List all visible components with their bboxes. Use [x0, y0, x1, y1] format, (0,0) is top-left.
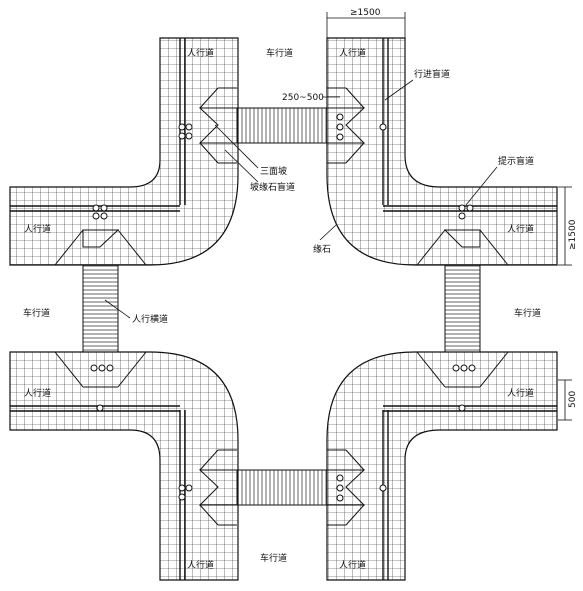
labels: 车行道 车行道 车行道 车行道 人行道 人行道 人行道 人行道 人行道 人行道 …	[23, 8, 578, 571]
dim-offset: 250~500	[282, 93, 324, 103]
label-warning-path: 提示盲道	[498, 155, 534, 167]
label-sidewalk-top-left: 人行道	[187, 47, 214, 59]
label-roadway-left: 车行道	[23, 307, 50, 319]
dim-top-width: ≥1500	[350, 8, 381, 18]
label-sidewalk-left-bottom: 人行道	[24, 387, 51, 399]
label-crosswalk: 人行横道	[132, 313, 168, 325]
curb-ramps	[54, 87, 509, 526]
label-curb: 缘石	[313, 243, 331, 255]
label-sidewalk-left-top: 人行道	[24, 223, 51, 235]
sidewalk-areas	[9, 37, 558, 581]
label-sidewalk-bottom-right: 人行道	[339, 559, 366, 571]
dim-right-width: ≥1500	[568, 219, 578, 250]
label-roadway-top: 车行道	[266, 47, 293, 59]
label-warning-at-slope: 坡缘石盲道	[250, 181, 295, 193]
label-guide-path: 行进盲道	[414, 68, 450, 80]
label-sidewalk-bottom-left: 人行道	[187, 559, 214, 571]
label-roadway-right: 车行道	[514, 307, 541, 319]
label-roadway-bottom: 车行道	[260, 552, 287, 564]
label-sidewalk-right-bottom: 人行道	[507, 387, 534, 399]
dim-right-small: 500	[568, 391, 578, 408]
label-sidewalk-right-top: 人行道	[507, 223, 534, 235]
guide-paths	[10, 38, 557, 580]
leader-lines	[104, 79, 498, 319]
label-three-side-slope: 三面坡	[260, 165, 287, 177]
label-sidewalk-top-right: 人行道	[339, 47, 366, 59]
warning-dots	[90, 113, 476, 502]
dimension-lines	[322, 12, 572, 421]
